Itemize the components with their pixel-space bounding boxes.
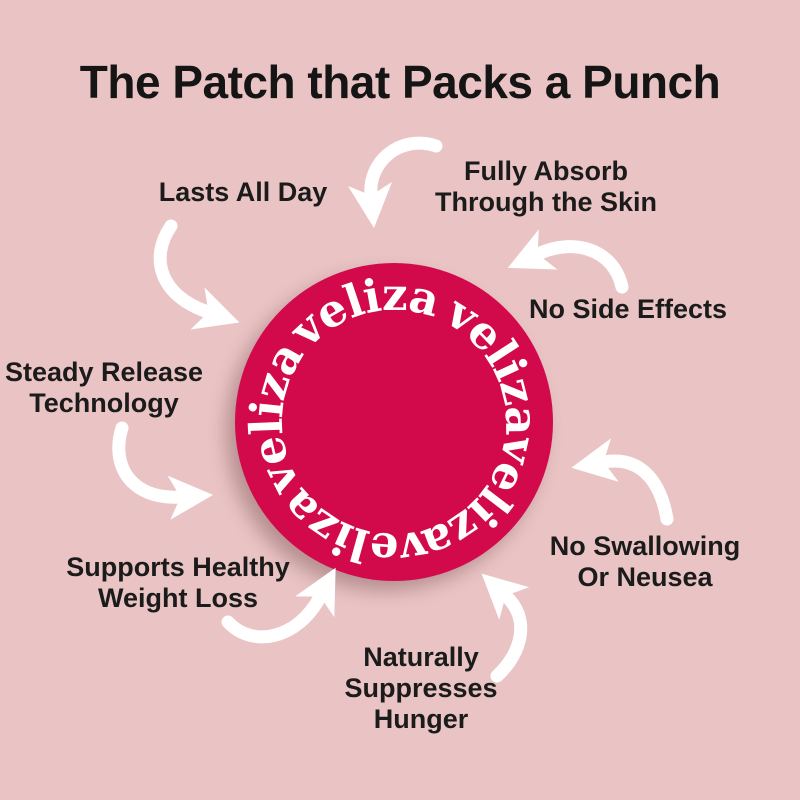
benefit-line: Hunger xyxy=(373,704,469,734)
benefit-label-no-swallowing: No Swallowing Or Neusea xyxy=(550,531,741,593)
benefit-label-suppresses-hunger: Naturally Suppresses Hunger xyxy=(344,642,497,735)
benefit-line: Suppresses xyxy=(344,673,498,703)
benefit-line: No Side Effects xyxy=(528,294,728,324)
benefit-label-steady-release: Steady Release Technology xyxy=(5,357,203,419)
benefit-line: Steady Release xyxy=(4,357,204,387)
brand-badge: veliza veliza veliza veliza veliza xyxy=(235,263,553,581)
curved-arrow-lower-right-icon xyxy=(571,438,674,526)
benefit-label-fully-absorb: Fully Absorb Through the Skin xyxy=(435,156,657,218)
benefit-line: Lasts All Day xyxy=(158,177,328,207)
curved-arrow-top-icon xyxy=(347,136,443,229)
benefit-line: Technology xyxy=(29,388,179,418)
benefit-line: No Swallowing xyxy=(549,531,741,561)
benefit-label-lasts-all-day: Lasts All Day xyxy=(159,177,328,208)
benefit-label-weight-loss: Supports Healthy Weight Loss xyxy=(66,552,290,614)
benefit-line: Weight Loss xyxy=(97,583,258,613)
benefit-label-no-side-effects: No Side Effects xyxy=(529,294,727,325)
brand-circle xyxy=(235,263,553,581)
benefit-line: Naturally xyxy=(363,642,479,672)
benefit-line: Or Neusea xyxy=(577,562,713,592)
benefit-line: Supports Healthy xyxy=(66,552,290,582)
curved-arrow-left-icon xyxy=(112,421,214,520)
page-title: The Patch that Packs a Punch xyxy=(79,55,721,108)
benefit-line: Through the Skin xyxy=(435,187,657,217)
benefit-line: Fully Absorb xyxy=(463,156,628,186)
